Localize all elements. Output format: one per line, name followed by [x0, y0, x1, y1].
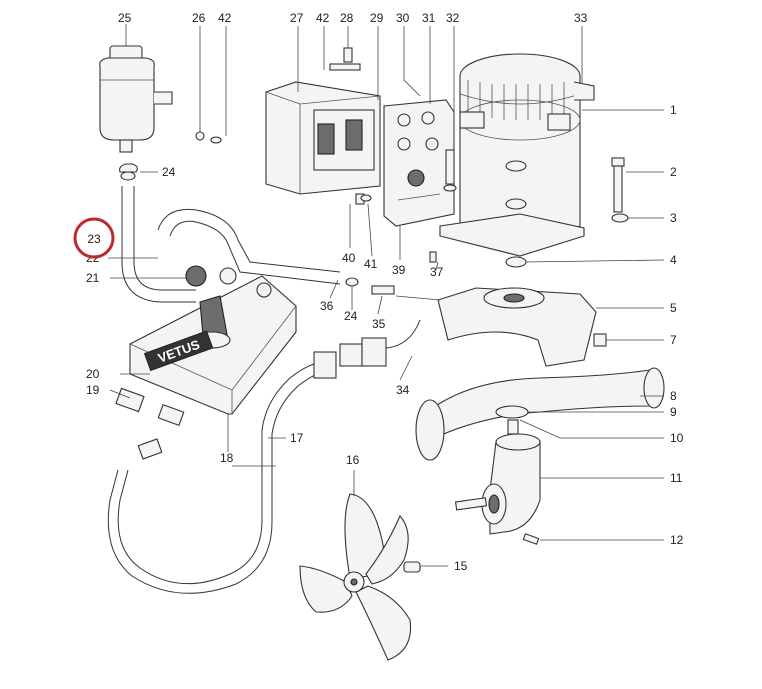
- label-41: 41: [364, 257, 378, 271]
- key-12: [522, 533, 540, 545]
- label-35: 35: [372, 317, 386, 331]
- label-18: 18: [220, 451, 234, 465]
- label-37: 37: [430, 265, 444, 279]
- hose-loop-22: [157, 208, 341, 273]
- bracket-plate-30: [383, 99, 455, 227]
- highlight-circle: [73, 217, 115, 259]
- propeller-16: [299, 493, 412, 661]
- label-30: 30: [396, 11, 410, 25]
- label-11: 11: [670, 471, 683, 485]
- leader-lines: [108, 24, 665, 567]
- highlight-callout-23: 23: [73, 217, 115, 259]
- label-8: 8: [670, 389, 677, 403]
- label-33: 33: [574, 11, 588, 25]
- label-15: 15: [454, 559, 468, 573]
- gasket-9: [495, 405, 529, 419]
- label-24-top: 24: [162, 165, 176, 179]
- label-21: 21: [86, 271, 100, 285]
- oil-reservoir-25: [99, 45, 173, 153]
- solenoid-box-27: [265, 81, 381, 195]
- control-box: VETUS: [129, 265, 297, 415]
- connector-19: [115, 387, 145, 413]
- label-29: 29: [370, 11, 384, 25]
- label-10: 10: [670, 431, 684, 445]
- hose-23: [119, 163, 196, 303]
- electric-motor-1: [439, 53, 595, 257]
- label-31: 31: [422, 11, 436, 25]
- label-34: 34: [396, 383, 410, 397]
- label-28: 28: [340, 11, 354, 25]
- label-12: 12: [670, 533, 684, 547]
- label-26: 26: [192, 11, 206, 25]
- label-42: 42: [316, 11, 330, 25]
- label-4: 4: [670, 253, 677, 267]
- label-25: 25: [118, 11, 132, 25]
- label-2: 2: [670, 165, 677, 179]
- label-5: 5: [670, 301, 677, 315]
- gearbox-11: [454, 433, 541, 535]
- label-3: 3: [670, 211, 677, 225]
- label-40: 40: [342, 251, 356, 265]
- bolt-2: [611, 157, 629, 223]
- label-27: 27: [290, 11, 304, 25]
- label-20: 20: [86, 367, 100, 381]
- label-9: 9: [670, 405, 677, 419]
- label-1: 1: [670, 103, 677, 117]
- label-42-top: 42: [218, 11, 232, 25]
- label-7: 7: [670, 333, 677, 347]
- label-16: 16: [346, 453, 360, 467]
- tunnel-housing-5: [437, 287, 607, 367]
- label-19: 19: [86, 383, 100, 397]
- label-39: 39: [392, 263, 406, 277]
- label-32: 32: [446, 11, 460, 25]
- label-24: 24: [344, 309, 358, 323]
- label-17: 17: [290, 431, 304, 445]
- label-23: 23: [87, 232, 101, 246]
- tunnel-tube-8: [415, 367, 665, 461]
- label-36: 36: [320, 299, 334, 313]
